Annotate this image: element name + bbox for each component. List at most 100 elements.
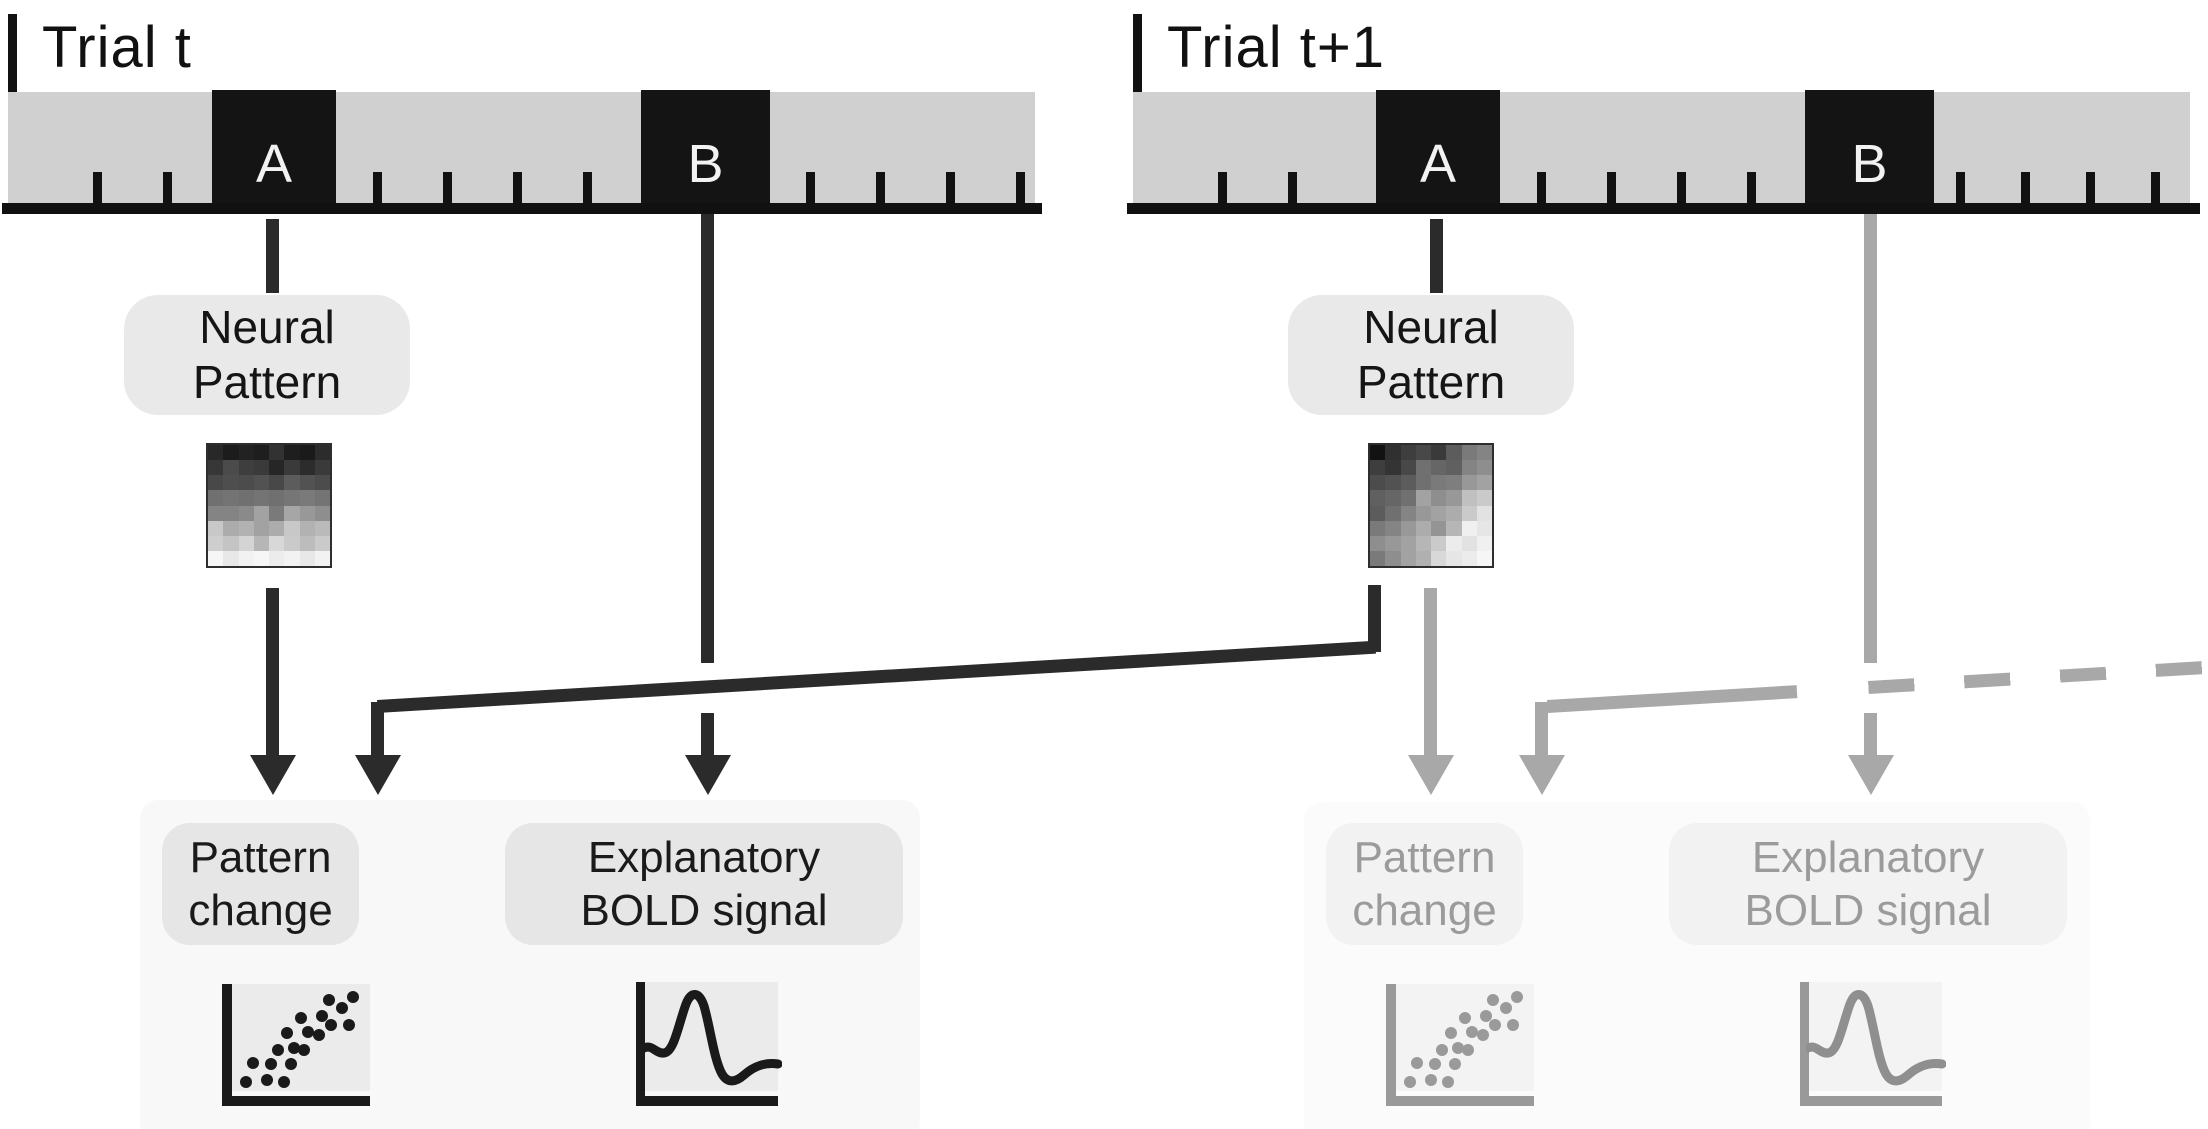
scatter-dot xyxy=(260,1074,273,1087)
pattern-pixel xyxy=(1400,460,1416,476)
stimulus-a-label: A xyxy=(1419,134,1457,194)
scatter-plot-area xyxy=(232,984,370,1091)
scatter-dot xyxy=(1511,990,1524,1003)
pattern-pixel xyxy=(1446,460,1462,476)
pattern-pixel xyxy=(1461,520,1477,536)
pattern-pixel xyxy=(1400,505,1416,521)
scatter-dot xyxy=(239,1076,252,1089)
trial-t1-scatter-icon xyxy=(1386,984,1534,1106)
pattern-pixel xyxy=(253,490,269,506)
bold-x-axis xyxy=(1800,1096,1942,1106)
pattern-pixel xyxy=(1400,490,1416,506)
pattern-pixel xyxy=(284,550,300,566)
timeline-tick xyxy=(2021,172,2030,205)
pattern-pixel xyxy=(299,550,315,566)
trial-t1-stimulus-b: B xyxy=(1805,90,1934,205)
pattern-pixel xyxy=(253,505,269,521)
pattern-pixel xyxy=(269,520,285,536)
cross-trial-line-t xyxy=(377,640,1377,713)
pattern-pixel xyxy=(269,490,285,506)
timeline-tick xyxy=(2086,172,2095,205)
trial-t-stimulus-b: B xyxy=(641,90,770,205)
scatter-dot xyxy=(301,1026,314,1039)
pattern-pixel xyxy=(1446,445,1462,461)
pattern-pixel xyxy=(208,550,224,566)
scatter-dot xyxy=(315,1010,328,1023)
trial-t-neural-pattern-image xyxy=(206,443,332,568)
timeline-tick xyxy=(2151,172,2160,205)
pattern-pixel xyxy=(299,535,315,551)
scatter-dot xyxy=(1465,1026,1478,1039)
pattern-pixel xyxy=(223,505,239,521)
scatter-dot xyxy=(271,1044,284,1057)
pattern-pixel xyxy=(1446,520,1462,536)
pattern-pixel xyxy=(1461,550,1477,566)
bold-y-axis xyxy=(1800,982,1809,1106)
pattern-pixel xyxy=(238,475,254,491)
scatter-dot xyxy=(285,1058,298,1071)
scatter-plot-area xyxy=(1396,984,1534,1091)
pattern-change-line1: Pattern xyxy=(1353,833,1496,882)
timeline-tick xyxy=(1288,172,1297,205)
pattern-pixel xyxy=(208,520,224,536)
pattern-pixel xyxy=(314,520,330,536)
scatter-dot xyxy=(322,994,335,1007)
pattern-pixel xyxy=(284,520,300,536)
stimulus-a-label: A xyxy=(255,134,293,194)
timeline-tick xyxy=(93,172,102,205)
pattern-pixel xyxy=(314,460,330,476)
pattern-pixel xyxy=(1400,520,1416,536)
pattern-pixel xyxy=(208,445,224,461)
trial-t1-title: Trial t+1 xyxy=(1167,15,1385,80)
pattern-pixel xyxy=(1446,535,1462,551)
arrow-t-pattern-to-change-shaft xyxy=(266,588,279,755)
pattern-pixel xyxy=(314,550,330,566)
pattern-pixel xyxy=(1431,505,1447,521)
bold-y-axis xyxy=(636,982,645,1106)
pattern-pixel xyxy=(1461,445,1477,461)
scatter-dot xyxy=(1459,1012,1471,1025)
pattern-pixel xyxy=(284,505,300,521)
scatter-dot xyxy=(1500,1001,1513,1014)
scatter-dot xyxy=(1435,1044,1448,1057)
trial-t1-neural-pattern-box: Neural Pattern xyxy=(1288,295,1574,415)
scatter-y-axis xyxy=(222,984,232,1106)
pattern-pixel xyxy=(284,490,300,506)
timeline-tick xyxy=(1218,172,1227,205)
pattern-pixel xyxy=(253,550,269,566)
pattern-pixel xyxy=(299,520,315,536)
pattern-pixel xyxy=(269,475,285,491)
scatter-dot xyxy=(278,1076,291,1089)
arrow-t1-b-head xyxy=(1848,755,1894,795)
pattern-pixel xyxy=(1415,550,1431,566)
neural-pattern-line2: Pattern xyxy=(1356,356,1506,408)
arrow-t1-pattern-to-change-head xyxy=(1408,755,1454,795)
timeline-tick xyxy=(163,172,172,205)
cross-trial-line-t1-solid xyxy=(1547,685,1798,713)
pattern-pixel xyxy=(253,520,269,536)
timeline-tick xyxy=(806,172,815,205)
trial-t1-timeline-bar xyxy=(1133,92,2190,205)
pattern-pixel xyxy=(208,460,224,476)
pattern-pixel xyxy=(238,505,254,521)
arrow-t1-pattern-to-change-shaft xyxy=(1424,588,1437,755)
pattern-pixel xyxy=(1446,550,1462,566)
scatter-dot xyxy=(1445,1027,1458,1040)
trial-t-a-connector xyxy=(266,219,279,293)
timeline-tick xyxy=(583,172,592,205)
pattern-pixel xyxy=(1400,445,1416,461)
arrow-next-pattern-elbow-shaft xyxy=(371,702,384,755)
pattern-pixel xyxy=(1476,550,1492,566)
explanatory-line1: Explanatory xyxy=(1751,833,1985,882)
scatter-x-axis xyxy=(1386,1096,1534,1106)
trial-t1-bold-icon xyxy=(1800,982,1946,1106)
arrow-t1-b-shaft-upper xyxy=(1864,214,1877,663)
pattern-pixel xyxy=(1446,490,1462,506)
trial-t1-time-axis xyxy=(1127,203,2200,214)
cross-trial-line-t1-dashed xyxy=(1868,660,2208,694)
pattern-pixel xyxy=(253,460,269,476)
pattern-pixel xyxy=(1370,490,1386,506)
scatter-dot xyxy=(297,1044,310,1057)
timeline-tick xyxy=(1607,172,1616,205)
pattern-pixel xyxy=(223,475,239,491)
